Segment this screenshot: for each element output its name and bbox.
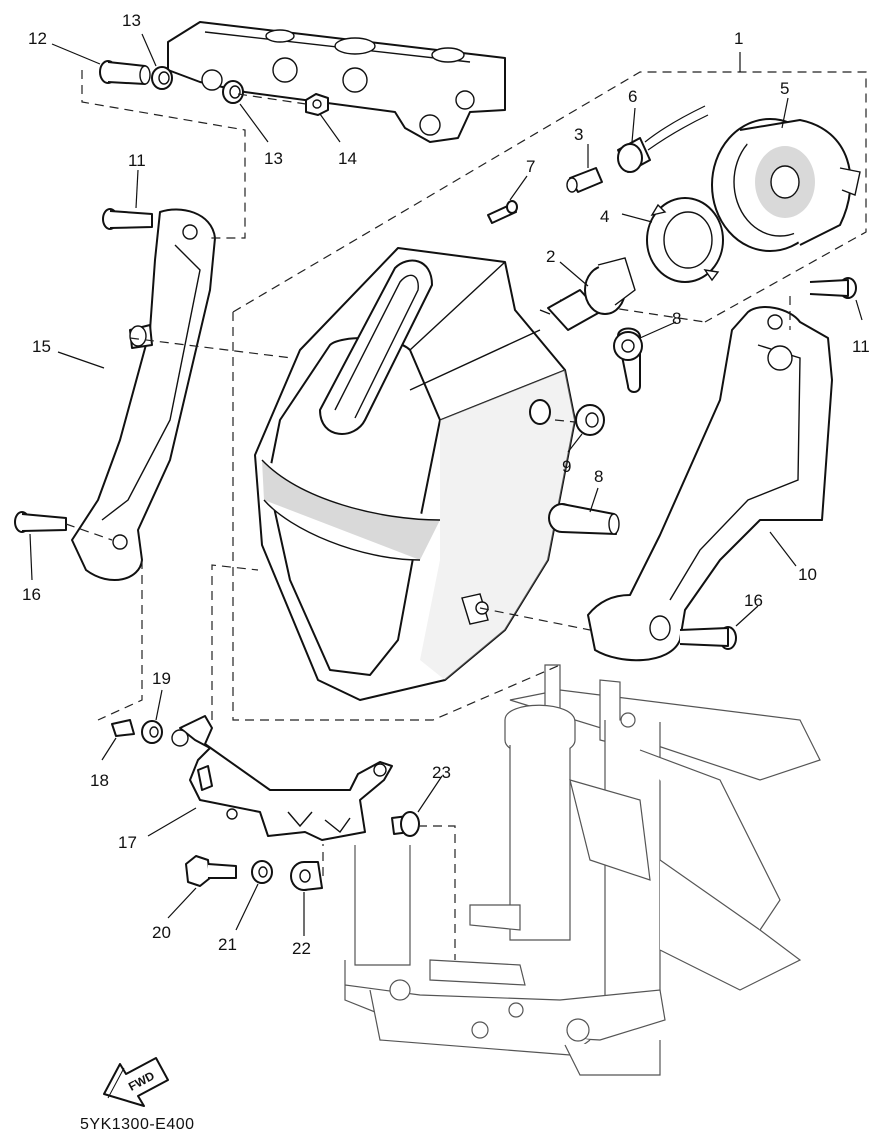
callout-23: 23	[432, 763, 451, 782]
hex-bolt-20	[185, 855, 237, 887]
small-grommet-19	[141, 720, 163, 744]
bolt-11-right	[809, 277, 857, 299]
callout-7: 7	[526, 157, 535, 176]
callout-2: 2	[546, 247, 555, 266]
callout-16a: 16	[22, 585, 41, 604]
callout-8a: 8	[672, 309, 681, 328]
position-bulb-3	[566, 167, 603, 193]
bolt-16-right	[679, 626, 737, 650]
plain-washer-21	[251, 860, 273, 884]
washer-13	[151, 66, 244, 104]
forward-arrow-icon: FWD	[103, 1057, 169, 1107]
callout-19: 19	[152, 669, 171, 688]
callout-20: 20	[152, 923, 171, 942]
callout-14: 14	[338, 149, 357, 168]
front-fork-frame	[344, 664, 821, 1076]
callout-21: 21	[218, 935, 237, 954]
callout-6: 6	[628, 87, 637, 106]
collar-8-upper	[613, 327, 643, 393]
collar-8-lower	[548, 503, 620, 535]
nut-14	[305, 93, 329, 116]
adjusting-screw-7	[487, 200, 518, 224]
assembly-guide-lines	[65, 70, 791, 960]
callout-8b: 8	[594, 467, 603, 486]
callout-13b: 13	[264, 149, 283, 168]
position-socket-6	[617, 105, 709, 173]
callout-11b: 11	[852, 337, 870, 356]
callout-18: 18	[90, 771, 109, 790]
callout-15: 15	[32, 337, 51, 356]
callout-17: 17	[118, 833, 137, 852]
callout-9: 9	[562, 457, 571, 476]
headlight-cover	[254, 247, 576, 701]
callout-16b: 16	[744, 591, 763, 610]
upper-bracket	[167, 21, 506, 143]
callout-10: 10	[798, 565, 817, 584]
callout-3: 3	[574, 125, 583, 144]
grommet-9	[575, 404, 605, 436]
collar-bushing-23	[391, 811, 420, 837]
lower-bracket-17	[171, 715, 393, 841]
callout-4: 4	[600, 207, 609, 226]
right-headlight-stay-10	[587, 306, 833, 662]
damper-22	[290, 861, 323, 891]
callout-22: 22	[292, 939, 311, 958]
drawing-code: 5YK1300-E400	[80, 1116, 195, 1133]
headlight-bulb-2	[539, 257, 636, 331]
bolt-11-left	[102, 208, 153, 230]
pin-12	[99, 60, 151, 85]
leader-lines	[29, 33, 863, 936]
callout-12: 12	[28, 29, 47, 48]
small-pin-18	[111, 719, 135, 737]
callout-13a: 13	[122, 11, 141, 30]
callout-5: 5	[780, 79, 789, 98]
bolt-16-left	[14, 511, 67, 533]
headlight-unit-5	[711, 118, 861, 252]
left-headlight-stay-15	[71, 208, 216, 582]
assembly-outline	[232, 71, 867, 721]
callout-11a: 11	[128, 151, 146, 170]
callout-1: 1	[734, 29, 743, 48]
callout-labels: 1 2 3 4 5 6 7 8 8 9 10 11 11 12 13 13 14…	[22, 11, 870, 958]
retainer-ring-4	[646, 197, 724, 283]
